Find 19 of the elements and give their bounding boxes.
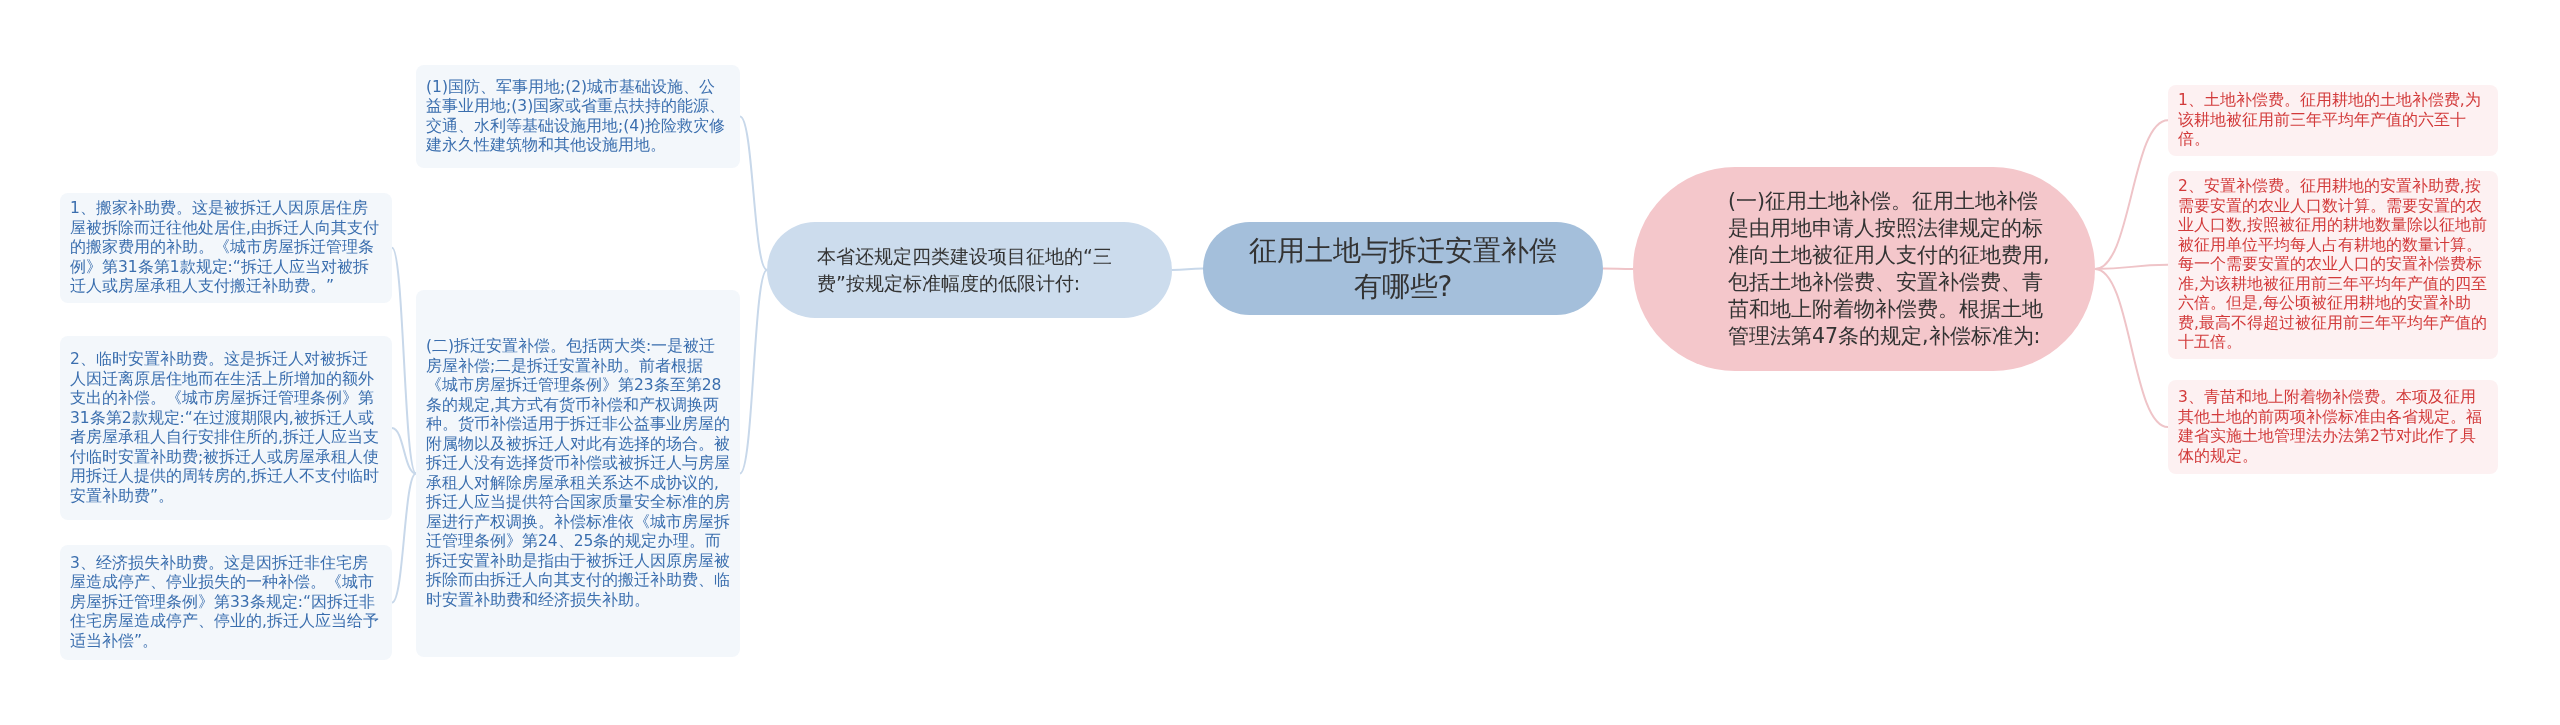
text-card: 2、临时安置补助费。这是拆迁人对被拆迁人因迁离原居住地而在生活上所增加的额外支出的补偿。《城市房屋拆迁管理条例》第31条第2款规定:“在过渡期限内,被拆迁人或者房屋承租人自行安排住所的,拆迁人应当支付临时安置补助费;被拆迁人或房屋承租人使用拆迁人提供的周转房的,拆迁人不支付临时安置补助费”。 (60, 336, 392, 520)
branch-pill: 本省还规定四类建设项目征地的“三费”按规定标准幅度的低限计付: (767, 222, 1172, 318)
connector-line (391, 427, 417, 475)
branch-pill: (一)征用土地补偿。征用土地补偿是由用地申请人按照法律规定的标准向土地被征用人支付的征地费用,包括土地补偿费、安置补偿费、青苗和地上附着物补偿费。根据土地管理法第47条的规定,补偿标准为: (1633, 167, 2095, 371)
connector-line (1602, 267, 1634, 270)
text-card: 3、经济损失补助费。这是因拆迁非住宅房屋造成停产、停业损失的一种补偿。《城市房屋拆迁管理条例》第33条规定:“因拆迁非住宅房屋造成停产、停业的,拆迁人应当给予适当补偿”。 (60, 545, 392, 660)
connector-line (1171, 267, 1204, 271)
text-card: 1、搬家补助费。这是被拆迁人因原居住房屋被拆除而迁往他处居住,由拆迁人向其支付的搬家费用的补助。《城市房屋拆迁管理条例》第31条第1款规定:“拆迁人应当对被拆迁人或房屋承租人支付搬迁补助费。” (60, 193, 392, 303)
connector-line (2094, 268, 2169, 428)
text-card: (1)国防、军事用地;(2)城市基础设施、公益事业用地;(3)国家或省重点扶持的能源、交通、水利等基础设施用地;(4)抢险救灾修建永久性建筑物和其他设施用地。 (416, 65, 740, 168)
text-card: 2、安置补偿费。征用耕地的安置补助费,按需要安置的农业人口数计算。需要安置的农业人口数,按照被征用的耕地数量除以征地前被征用单位平均每人占有耕地的数量计算。每一个需要安置的农业人口的安置补偿费标准,为该耕地被征用前三年平均年产值的四至六倍。但是,每公顷被征用耕地的安置补助费,最高不得超过被征用前三年平均年产值的十五倍。 (2168, 171, 2498, 359)
connector-line (739, 115, 768, 271)
text-card: 3、青苗和地上附着物补偿费。本项及征用其他土地的前两项补偿标准由各省规定。福建省实施土地管理法办法第2节对此作了具体的规定。 (2168, 380, 2498, 474)
connector-line (391, 246, 417, 475)
text-card: 1、土地补偿费。征用耕地的土地补偿费,为该耕地被征用前三年平均年产值的六至十倍。 (2168, 85, 2498, 156)
connector-line (739, 269, 768, 475)
text-card: (二)拆迁安置补偿。包括两大类:一是被迁房屋补偿;二是拆迁安置补助。前者根据《城市房屋拆迁管理条例》第23条至第28条的规定,其方式有货币补偿和产权调换两种。货币补偿适用于拆迁非公益事业房屋的附属物以及被拆迁人对此有选择的场合。被拆迁人没有选择货币补偿或被拆迁人与房屋承租人对解除房屋承租关系达不成协议的,拆迁人应当提供符合国家质量安全标准的房屋进行产权调换。补偿标准依《城市房屋拆迁管理条例》第24、25条的规定办理。而拆迁安置补助是指由于被拆迁人因原房屋被拆除而由拆迁人向其支付的搬迁补助费、临时安置补助费和经济损失补助。 (416, 290, 740, 657)
topic-pill: 征用土地与拆迁安置补偿有哪些? (1203, 222, 1603, 315)
connector-line (391, 472, 417, 604)
